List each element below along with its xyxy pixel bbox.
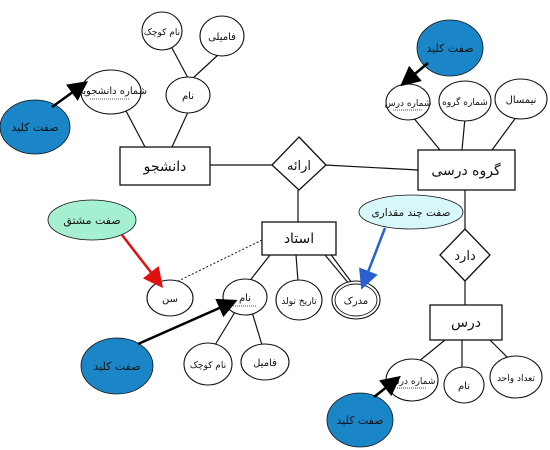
attr-student-name: نام [165, 76, 211, 114]
attr-birth-date: تاریخ تولد [275, 279, 323, 321]
attr-course-name: نام [443, 366, 485, 404]
attr-student-number: شماره دانشجویی [75, 69, 147, 115]
key-callout-course-label: صفت کلید [336, 414, 383, 427]
relationship-has-label: دارد [454, 249, 476, 264]
entity-course: درس [429, 304, 503, 341]
key-callout-student-label: صفت کلید [11, 121, 58, 134]
arrow-derived [121, 234, 164, 288]
entity-course-group: گروه درسی [417, 149, 516, 191]
attr-group-number: شماره گروه [438, 80, 492, 122]
key-callout-professor-label: صفت کلید [93, 360, 140, 373]
key-callout-course: صفت کلید [326, 392, 394, 448]
attr-degree: مدرک [331, 280, 381, 320]
attr-semester-label: نیمسال [506, 95, 537, 106]
attr-professor-last-name-label: فامیل [253, 358, 277, 369]
multivalued-attribute-callout-label: صفت چند مقداری [371, 207, 450, 219]
attr-student-number-label: شماره دانشجویی [75, 86, 147, 97]
derived-attribute-callout: صفت مشتق [47, 199, 137, 241]
attr-degree-label: مدرک [344, 296, 368, 307]
derived-dotted-line [169, 239, 263, 286]
attr-age: سن [146, 279, 194, 317]
attr-professor-name: نام [222, 278, 268, 316]
key-callout-course-group-label: صفت کلید [426, 42, 473, 55]
attr-student-last-name: فامیلی [199, 15, 245, 57]
key-callout-course-group: صفت کلید [416, 19, 484, 77]
attr-group-course-number: شماره درس [385, 83, 432, 121]
entity-professor-label: استاد [284, 231, 314, 247]
arrow-multivalued [359, 227, 387, 290]
attr-student-name-label: نام [182, 91, 194, 102]
entity-course-group-label: گروه درسی [431, 162, 501, 179]
arrow-key-student [51, 81, 89, 109]
attr-birth-date-label: تاریخ تولد [281, 297, 317, 307]
connector-lines [124, 47, 518, 370]
attr-student-first-name-label: نام کوچک [144, 28, 180, 38]
attr-group-course-number-label: شماره درس [385, 99, 432, 109]
derived-attribute-callout-label: صفت مشتق [63, 214, 120, 228]
arrow-key-professor [137, 298, 238, 346]
attr-student-first-name: نام کوچک [141, 11, 183, 51]
arrow-key-course-group [400, 62, 429, 87]
attr-course-number-label: شماره درس [389, 377, 436, 387]
multivalued-attribute-callout: صفت چند مقداری [358, 194, 464, 230]
attr-age-label: سن [162, 294, 178, 305]
entity-professor: استاد [261, 221, 337, 256]
attr-professor-last-name: فامیل [240, 343, 290, 381]
attr-professor-first-name-label: نام کوچک [190, 361, 226, 371]
relationship-has: دارد [439, 228, 491, 282]
attr-credits: تعداد واحد [489, 355, 543, 399]
attr-credits-label: تعداد واحد [497, 374, 536, 384]
attr-professor-first-name: نام کوچک [183, 342, 233, 386]
key-callout-student: صفت کلید [0, 99, 71, 155]
attr-professor-name-label: نام [239, 293, 251, 304]
entity-student: دانشجو [119, 146, 211, 186]
entity-course-label: درس [451, 315, 481, 331]
key-callout-professor: صفت کلید [80, 337, 154, 395]
arrow-key-course [373, 375, 401, 398]
relationship-offers: ارائه [271, 136, 327, 191]
attr-group-number-label: شماره گروه [442, 96, 488, 108]
attr-student-last-name-label: فامیلی [208, 32, 236, 43]
relationship-offers-label: ارائه [287, 159, 311, 174]
attr-semester: نیمسال [494, 78, 548, 120]
entity-student-label: دانشجو [143, 159, 187, 175]
attr-course-name-label: نام [458, 381, 470, 392]
